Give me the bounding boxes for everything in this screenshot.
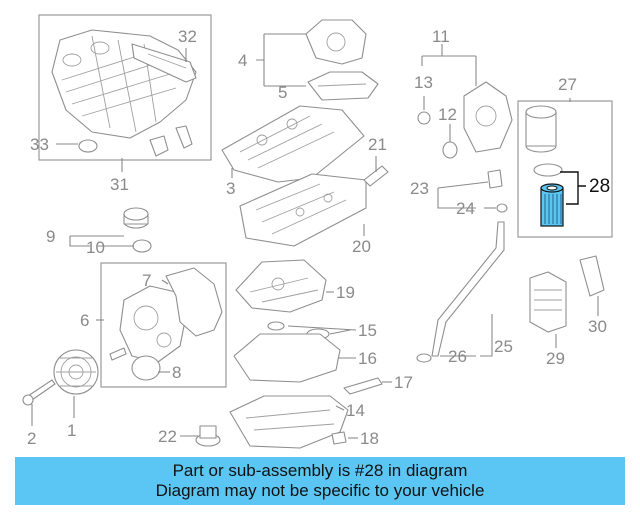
filler-cap-seal bbox=[132, 239, 152, 253]
o-ring-33 bbox=[78, 139, 98, 153]
callout-23: 23 bbox=[410, 179, 429, 198]
timing-cover-group-box bbox=[100, 262, 227, 388]
seal-12 bbox=[442, 141, 458, 159]
leader-lines bbox=[31, 33, 599, 439]
bolt-6 bbox=[109, 347, 127, 361]
camshaft-housing-cover bbox=[221, 105, 365, 183]
banner-line-part-info: Part or sub-assembly is #28 in diagram bbox=[172, 461, 468, 480]
callout-32: 32 bbox=[178, 27, 197, 46]
seal-8 bbox=[131, 355, 161, 381]
callout-18: 18 bbox=[360, 429, 379, 448]
cylinder-head bbox=[239, 173, 367, 247]
intake-manifold-group-box bbox=[38, 14, 212, 161]
callout-20: 20 bbox=[352, 237, 371, 256]
callout-33: 33 bbox=[30, 135, 49, 154]
seal-24 bbox=[496, 203, 508, 213]
drain-plug-18 bbox=[331, 431, 347, 445]
callout-13: 13 bbox=[414, 73, 433, 92]
sensor-23 bbox=[487, 169, 503, 189]
callout-7: 7 bbox=[142, 271, 151, 290]
cooler-gasket bbox=[579, 255, 605, 297]
seal-15-a bbox=[267, 321, 285, 331]
dipstick-tube bbox=[431, 221, 505, 357]
callout-25: 25 bbox=[494, 337, 513, 356]
callout-24: 24 bbox=[456, 199, 475, 218]
callout-5: 5 bbox=[278, 83, 287, 102]
oil-level-sensor bbox=[195, 425, 221, 447]
callout-28: 28 bbox=[589, 176, 610, 197]
callout-numbers: 1 2 3 4 5 6 7 8 9 10 11 12 13 14 15 16 1… bbox=[27, 27, 610, 448]
oil-pan-gasket bbox=[233, 333, 341, 383]
callout-3: 3 bbox=[226, 179, 235, 198]
callout-14: 14 bbox=[346, 401, 365, 420]
callout-27: 27 bbox=[558, 75, 577, 94]
callout-17: 17 bbox=[394, 373, 413, 392]
oil-filter-group-box bbox=[517, 100, 613, 238]
callout-22: 22 bbox=[158, 427, 177, 446]
oil-baffle bbox=[235, 259, 327, 313]
callout-8: 8 bbox=[172, 363, 181, 382]
callout-15: 15 bbox=[358, 321, 377, 340]
plug-13 bbox=[417, 111, 431, 125]
callout-26: 26 bbox=[448, 347, 467, 366]
callout-10: 10 bbox=[86, 238, 105, 257]
timing-side-cover bbox=[463, 81, 513, 153]
crankshaft-pulley bbox=[53, 349, 99, 395]
callout-19: 19 bbox=[336, 283, 355, 302]
callout-9: 9 bbox=[46, 227, 55, 246]
callout-4: 4 bbox=[238, 51, 247, 70]
info-banner: Part or sub-assembly is #28 in diagram D… bbox=[15, 457, 625, 505]
filter-o-ring bbox=[533, 163, 563, 177]
callout-12: 12 bbox=[438, 105, 457, 124]
callout-31: 31 bbox=[110, 175, 129, 194]
pulley-bolt bbox=[22, 379, 56, 406]
tube-seal-26 bbox=[416, 353, 432, 363]
oil-pan bbox=[229, 395, 349, 449]
intake-manifold bbox=[51, 29, 197, 157]
oil-filler-cap bbox=[123, 207, 149, 229]
callout-6: 6 bbox=[80, 311, 89, 330]
timing-cover-gasket bbox=[165, 267, 223, 337]
timing-cover bbox=[119, 285, 187, 363]
timing-cover-top bbox=[305, 19, 367, 65]
callout-2: 2 bbox=[27, 429, 36, 448]
banner-line-disclaimer: Diagram may not be specific to your vehi… bbox=[155, 481, 485, 500]
callout-30: 30 bbox=[588, 317, 607, 336]
callout-29: 29 bbox=[546, 349, 565, 368]
baffle-plate-17 bbox=[343, 377, 383, 395]
manifold-gasket-strip bbox=[131, 43, 197, 83]
callout-16: 16 bbox=[358, 349, 377, 368]
cover-gasket-5 bbox=[307, 71, 379, 101]
oil-filter-element bbox=[540, 183, 564, 227]
oil-filter-housing-cap bbox=[525, 105, 557, 153]
callout-21: 21 bbox=[368, 135, 387, 154]
callout-11: 11 bbox=[432, 27, 450, 46]
callout-1: 1 bbox=[67, 421, 76, 440]
oil-cooler bbox=[529, 271, 567, 333]
